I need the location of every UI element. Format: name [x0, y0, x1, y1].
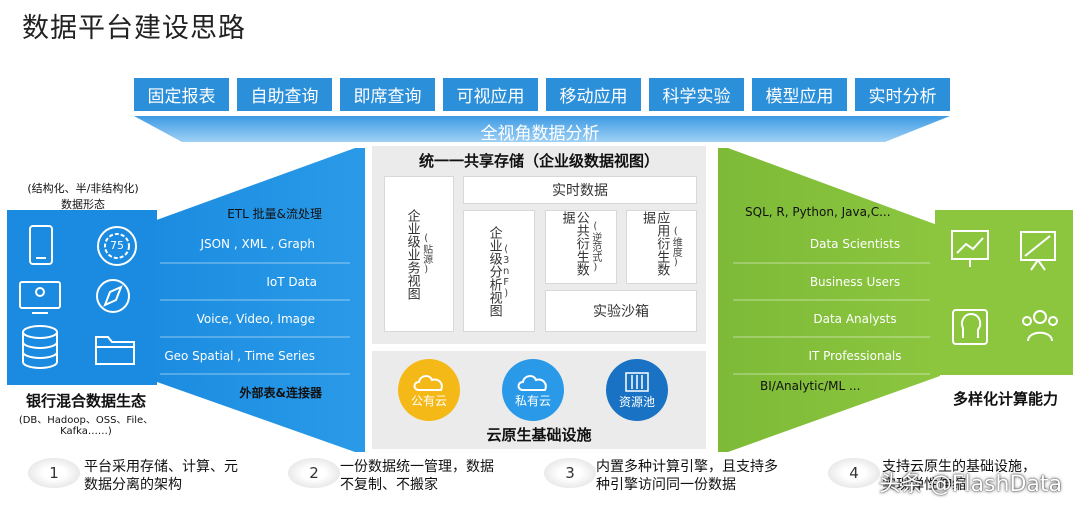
public-cloud-label: 公有云 [410, 393, 447, 408]
app-derived-box: 应用衍生数据 (维度) [626, 210, 697, 284]
hybrid-ecosystem-title: 银行混合数据生态 [25, 392, 146, 410]
folder-icon [95, 336, 135, 365]
sandbox-box: 实验沙箱 [545, 290, 697, 332]
point-3-text: 内置多种计算引擎，且支持多 种引擎访问同一份数据 [596, 458, 778, 494]
cloud-icon [413, 374, 443, 391]
tab-science-lab[interactable]: 科学实验 [649, 78, 744, 111]
application-tabs: 固定报表 自助查询 即席查询 可视应用 移动应用 科学实验 模型应用 实时分析 [134, 78, 950, 111]
unified-storage-title: 统一一共享存储（企业级数据视图） [418, 152, 659, 170]
right-lane-bi: BI/Analytic/ML ... [760, 379, 861, 393]
database-icon [22, 325, 58, 369]
presentation-chart-icon [1020, 231, 1056, 271]
public-cloud-circle: 公有云 [398, 359, 460, 421]
left-lane-geo: Geo Spatial , Time Series [164, 349, 315, 363]
point-2: 2 一份数据统一管理，数据 不复制、不搬家 [288, 458, 494, 494]
point-3-line1: 内置多种计算引擎，且支持多 [596, 459, 778, 475]
point-4-badge: 4 [828, 458, 880, 488]
point-3-line2: 种引擎访问同一份数据 [596, 477, 736, 493]
left-lane-external: 外部表&连接器 [239, 386, 322, 400]
right-lane-business-users: Business Users [809, 275, 901, 289]
left-lane-voice: Voice, Video, Image [196, 312, 315, 326]
cloud-icon [517, 374, 547, 391]
gauge-value: 75 [110, 239, 124, 252]
app-derived-label: 应用衍生数据 [640, 211, 670, 276]
tab-fixed-report[interactable]: 固定报表 [134, 78, 229, 111]
server-icon [625, 371, 649, 392]
tab-realtime-analysis[interactable]: 实时分析 [855, 78, 950, 111]
right-lane-languages: SQL, R, Python, Java,C... [745, 205, 891, 219]
watermark: 头条 @FlashData [878, 472, 1062, 497]
point-2-text: 一份数据统一管理，数据 不复制、不搬家 [340, 458, 494, 494]
head-chip-icon [952, 309, 988, 345]
point-1-line2: 数据分离的架构 [84, 477, 182, 493]
public-derived-sub: (逆范式) [589, 221, 601, 273]
point-1-badge: 1 [28, 458, 80, 488]
gauge-icon [97, 226, 137, 266]
point-4-line1: 支持云原生的基础设施， [882, 459, 1036, 475]
tab-self-service-query[interactable]: 自助查询 [237, 78, 332, 111]
point-2-badge: 2 [288, 458, 340, 488]
tab-model-app[interactable]: 模型应用 [752, 78, 847, 111]
point-1: 1 平台采用存储、计算、元 数据分离的架构 [28, 458, 238, 494]
enterprise-analysis-view-box: 企业级分析视图 (3nF) [463, 210, 535, 332]
left-data-box [7, 210, 157, 385]
point-4-line2: 实现弹性伸缩 [882, 477, 966, 493]
compass-icon [96, 279, 130, 313]
point-4-text: 支持云原生的基础设施， 实现弹性伸缩 [882, 458, 1036, 494]
left-lane-etl: ETL 批量&流处理 [227, 207, 322, 221]
app-derived-sub: (维度) [670, 226, 682, 268]
point-2-line1: 一份数据统一管理，数据 [340, 459, 494, 475]
diverse-compute-title: 多样化计算能力 [952, 390, 1058, 408]
enterprise-analysis-view-sub: (3nF) [500, 243, 512, 299]
group-users-icon [1022, 310, 1058, 342]
data-form-label: (结构化、半/非结构化) 数据形态 [8, 180, 158, 212]
tab-adhoc-query[interactable]: 即席查询 [340, 78, 435, 111]
realtime-data-box: 实时数据 [463, 176, 697, 204]
point-1-text: 平台采用存储、计算、元 数据分离的架构 [84, 458, 238, 494]
left-lane-iot: IoT Data [266, 275, 317, 289]
monitor-user-icon [19, 281, 61, 314]
private-cloud-circle: 私有云 [502, 359, 564, 421]
right-compute-box [935, 210, 1073, 375]
point-3-badge: 3 [544, 458, 596, 488]
tab-visual-app[interactable]: 可视应用 [443, 78, 538, 111]
point-4: 4 支持云原生的基础设施， 实现弹性伸缩 [828, 458, 1036, 494]
cloud-infra-title: 云原生基础设施 [486, 426, 592, 444]
analysis-funnel [134, 116, 950, 142]
enterprise-business-view-sub: (贴源) [420, 233, 432, 275]
data-form-line2: 数据形态 [61, 198, 105, 211]
left-lane-json: JSON , XML , Graph [200, 237, 315, 251]
right-lane-it-professionals: IT Professionals [808, 349, 902, 363]
point-2-line2: 不复制、不搬家 [340, 477, 438, 493]
funnel-label: 全视角数据分析 [480, 124, 600, 144]
enterprise-business-view-box: 企业级业务视图 (贴源) [384, 176, 454, 332]
right-lane-data-analysts: Data Analysts [813, 312, 897, 326]
right-lane-data-scientists: Data Scientists [809, 237, 901, 251]
resource-pool-circle: 资源池 [606, 359, 668, 421]
data-form-line1: (结构化、半/非结构化) [27, 182, 139, 195]
enterprise-analysis-view-label: 企业级分析视图 [486, 225, 502, 317]
hybrid-ecosystem-sub1: (DB、Hadoop、OSS、File、 [18, 415, 154, 426]
line-chart-icon [951, 230, 989, 267]
public-derived-box: 公共衍生数据 (逆范式) [545, 210, 617, 284]
resource-pool-label: 资源池 [618, 394, 655, 409]
point-3: 3 内置多种计算引擎，且支持多 种引擎访问同一份数据 [544, 458, 778, 494]
tab-mobile-app[interactable]: 移动应用 [546, 78, 641, 111]
page-title: 数据平台建设思路 [22, 13, 246, 44]
point-1-line1: 平台采用存储、计算、元 [84, 459, 238, 475]
private-cloud-label: 私有云 [514, 393, 551, 408]
hybrid-ecosystem: 银行混合数据生态 (DB、Hadoop、OSS、File、 Kafka……) [6, 390, 166, 437]
mobile-phone-icon [29, 225, 53, 265]
public-derived-label: 公共衍生数据 [559, 211, 589, 276]
hybrid-ecosystem-sub2: Kafka……) [60, 426, 112, 437]
enterprise-business-view-label: 企业级业务视图 [404, 208, 420, 300]
